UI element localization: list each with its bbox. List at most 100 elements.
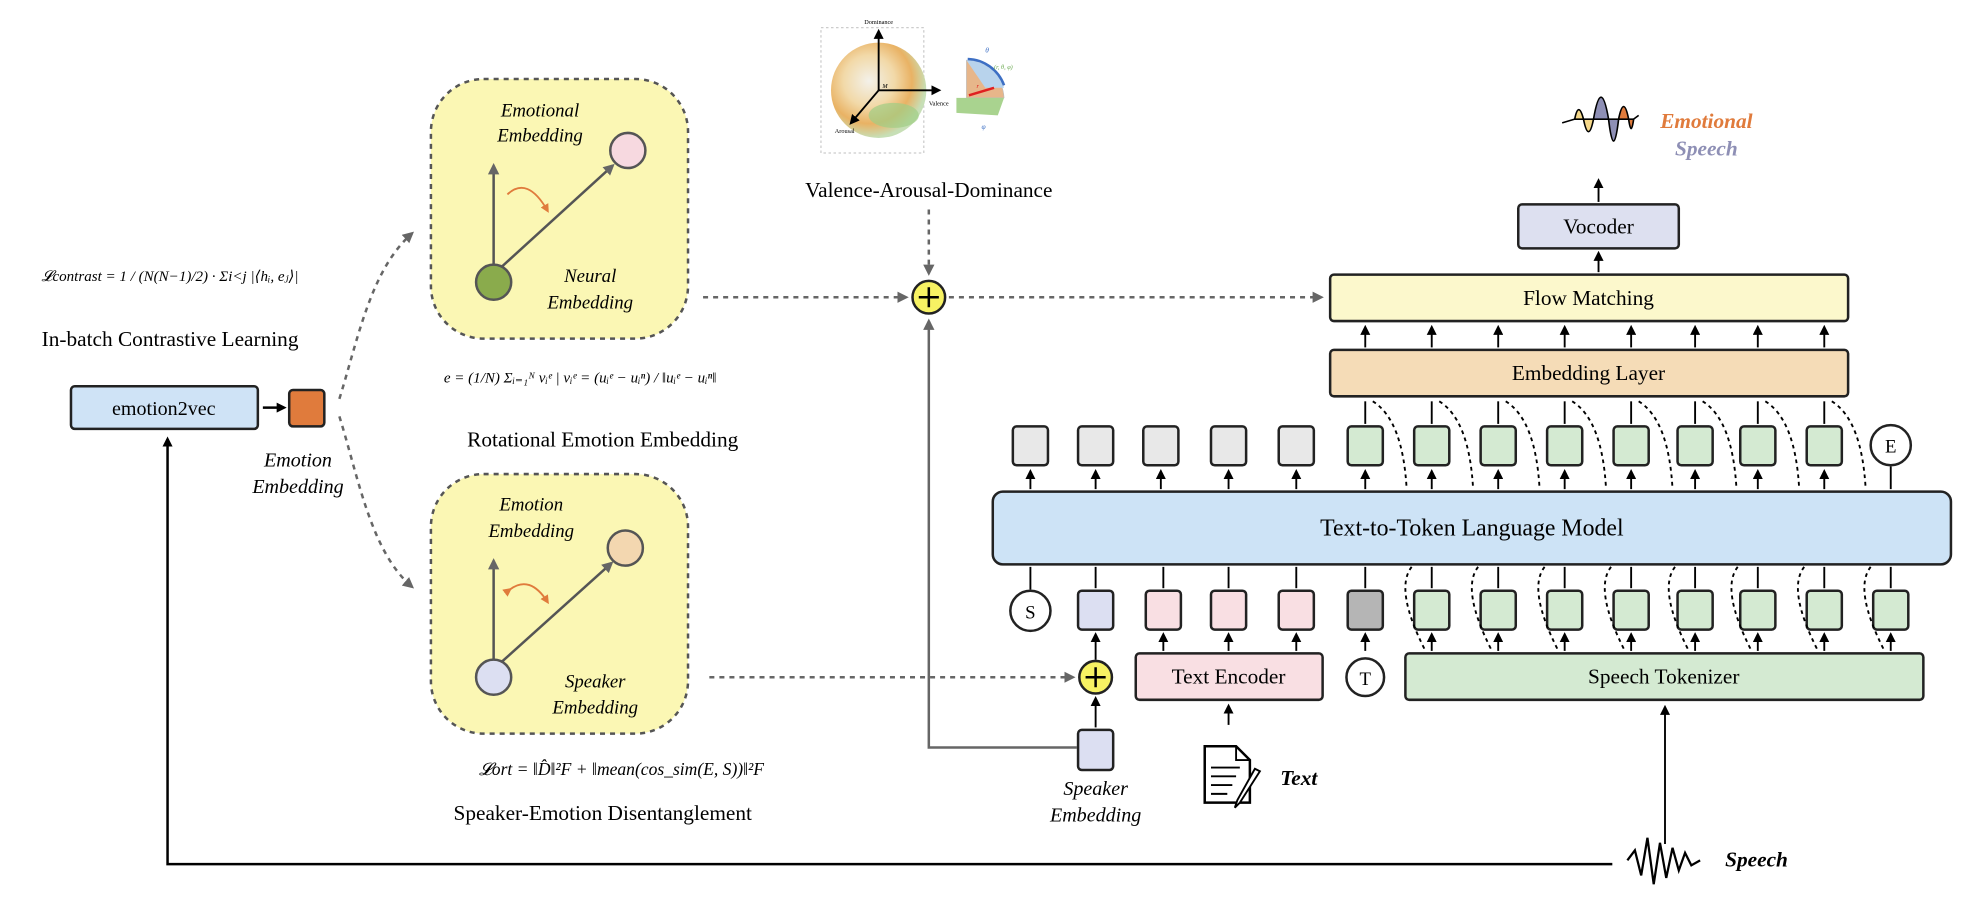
output-token-green: [1738, 425, 1777, 467]
output-token-green: [1479, 425, 1518, 467]
output-token-green: [1412, 425, 1451, 467]
input-token-text: [1209, 589, 1248, 631]
speaker-to-plus-line: [923, 318, 1077, 749]
token-shift-curve: [1638, 400, 1674, 490]
vad-title: Valence-Arousal-Dominance: [805, 178, 1052, 202]
output-token-green: [1612, 425, 1650, 467]
flow-matching-label: Flow Matching: [1523, 286, 1654, 310]
text-input-label: Text: [1280, 766, 1318, 790]
speech-feedback-line: [162, 436, 1613, 866]
emotion-embedding-label-1: Emotion: [263, 450, 332, 472]
input-token-green: [1412, 589, 1451, 631]
rot-top-label-1: Emotional: [500, 101, 579, 122]
token-shift-curve: [1571, 400, 1607, 490]
input-token-green: [1676, 589, 1714, 631]
branch-arrow-down: [338, 416, 415, 589]
emotion-embedding-label-2: Embedding: [251, 476, 343, 498]
vad-point-label: (r, θ, φ): [994, 64, 1013, 71]
token-shift-curve: [1730, 566, 1753, 652]
output-token-gray: [1142, 425, 1180, 467]
emotion-embedding-node: [606, 529, 645, 567]
disentangle-title: Speaker-Emotion Disentanglement: [454, 801, 753, 825]
output-token-gray: [1011, 425, 1050, 467]
t-token-label: T: [1360, 669, 1372, 690]
token-shift-curve: [1372, 400, 1408, 490]
output-token-green: [1346, 425, 1385, 467]
input-token-green: [1871, 589, 1910, 631]
vad-phi-label: φ: [981, 122, 985, 131]
vocoder-box: [1517, 203, 1681, 250]
text-encoder-label: Text Encoder: [1172, 665, 1286, 689]
input-token-green: [1612, 589, 1650, 631]
s-token-label: S: [1025, 602, 1035, 623]
speaker-embedding-label-1: Speaker: [1063, 778, 1128, 800]
plus-icon: [1078, 659, 1114, 695]
disentangle-arrow-icon: [502, 583, 549, 605]
plus-icon: [911, 279, 947, 315]
dis-rotated-vector: [499, 561, 614, 665]
token-shift-curve: [1438, 400, 1475, 490]
speech-waveform-icon: [1626, 837, 1701, 885]
language-model-box: [991, 490, 1953, 566]
emotional-embedding-node: [609, 131, 647, 170]
dis-bottom-label-1: Speaker: [565, 671, 626, 692]
rotation-arrow-icon: [506, 186, 549, 213]
e-token: [1869, 423, 1913, 467]
token-shift-curve: [1603, 566, 1626, 652]
emotion2vec-box: [69, 385, 260, 431]
speaker-embedding-label-2: Embedding: [1049, 804, 1141, 826]
emotion2vec-label: emotion2vec: [112, 398, 216, 420]
rotational-formula: e = (1/N) Σᵢ₌₁ᴺ vᵢᵉ | vᵢᵉ = (uᵢᵉ − uᵢⁿ) …: [444, 371, 717, 387]
vocoder-label: Vocoder: [1563, 214, 1634, 238]
vad-arousal-label: Arousal: [835, 128, 855, 135]
branch-arrow-up: [338, 231, 414, 400]
contrast-title: In-batch Contrastive Learning: [42, 327, 299, 351]
t-token: [1345, 657, 1386, 698]
token-shift-curve: [1404, 566, 1427, 652]
output-token-green: [1676, 425, 1714, 467]
token-shift-curve: [1537, 566, 1560, 652]
speaker-embedding-token: [1076, 728, 1115, 772]
token-layer: [1011, 324, 1910, 652]
input-token-green: [1805, 589, 1844, 631]
contrast-formula: 𝓛contrast = 1 / (N(N−1)/2) · Σi<j |⟨hᵢ, …: [42, 269, 299, 285]
vad-valence-label: Valence: [929, 100, 949, 107]
output-token-gray: [1076, 425, 1115, 467]
disentangle-formula: 𝓛ort = ‖D̂‖²F + ‖mean(cos_sim(E, S))‖²F: [479, 759, 764, 779]
vad-theta-label: θ: [985, 46, 989, 55]
rotational-title: Rotational Emotion Embedding: [467, 427, 738, 451]
speech-tokenizer-box: [1404, 652, 1925, 702]
token-shift-curve: [1764, 400, 1801, 490]
embedding-layer-box: [1328, 348, 1850, 398]
e-token-label: E: [1885, 437, 1896, 458]
emotion-embedding-token: [287, 388, 326, 428]
rot-top-label-2: Embedding: [496, 126, 583, 147]
output-label-emotional: Emotional: [1659, 109, 1752, 133]
neural-embedding-node: [474, 263, 513, 301]
rot-bottom-label-2: Embedding: [546, 293, 633, 314]
input-token-green: [1479, 589, 1518, 631]
input-token-green: [1738, 589, 1777, 631]
token-shift-curve: [1667, 566, 1690, 652]
speaker-embedding-node: [474, 658, 513, 697]
token-shift-curve: [1797, 566, 1819, 652]
dis-top-label-1: Emotion: [498, 494, 563, 515]
input-token-speaker: [1076, 589, 1115, 631]
rot-rotated-vector: [499, 163, 615, 270]
token-shift-curve: [1831, 400, 1867, 490]
input-token-text: [1144, 589, 1183, 631]
token-shift-curve: [1470, 566, 1493, 652]
token-shift-curve: [1505, 400, 1541, 490]
text-encoder-box: [1134, 652, 1324, 702]
s-token: [1009, 589, 1052, 633]
speech-tokenizer-label: Speech Tokenizer: [1588, 665, 1739, 689]
rot-bottom-label-1: Neural: [563, 266, 616, 287]
vad-r-label: r: [976, 83, 979, 90]
vad-dominance-label: Dominance: [864, 19, 893, 26]
embedding-layer-label: Embedding Layer: [1512, 361, 1665, 385]
input-token-text: [1277, 589, 1316, 631]
vad-origin-label: M: [881, 83, 888, 90]
output-token-green: [1805, 425, 1844, 467]
token-shift-curve: [1863, 566, 1886, 652]
vad-sphere-figure: Dominance Valence Arousal M (r, θ, φ) θ …: [820, 19, 1013, 154]
